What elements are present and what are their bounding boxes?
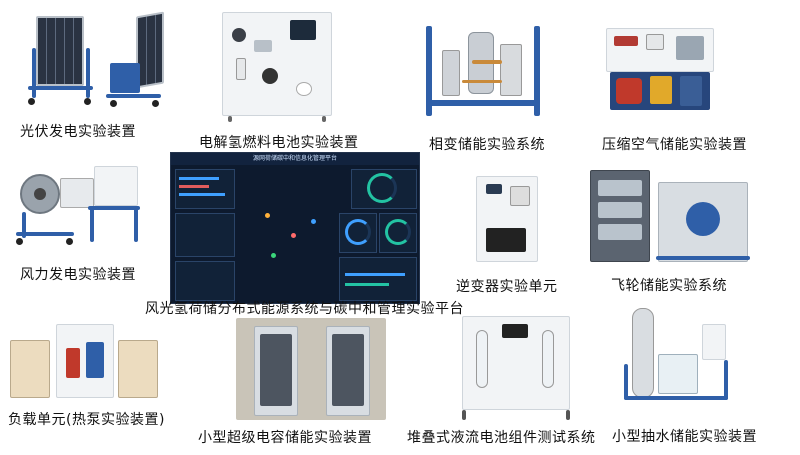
flywheel-device-image — [590, 166, 755, 266]
compressed-air-caption: 压缩空气储能实验装置 — [602, 137, 747, 153]
inverter-caption: 逆变器实验单元 — [456, 279, 558, 295]
load-unit-device-image — [10, 318, 160, 400]
pumped-hydro-device-image — [618, 304, 730, 414]
electrolysis-caption: 电解氢燃料电池实验装置 — [199, 135, 359, 151]
pv-caption: 光伏发电实验装置 — [20, 124, 136, 140]
inverter-device-image — [470, 172, 542, 268]
supercap-caption: 小型超级电容储能实验装置 — [198, 430, 372, 446]
phase-change-device-image — [422, 20, 547, 120]
flow-battery-caption: 堆叠式液流电池组件测试系统 — [407, 430, 596, 446]
wind-caption: 风力发电实验装置 — [20, 267, 136, 283]
wind-device-image — [14, 162, 144, 254]
phase-change-caption: 相变储能实验系统 — [429, 137, 545, 153]
flywheel-caption: 飞轮储能实验系统 — [611, 278, 727, 294]
supercap-device-image — [236, 318, 386, 420]
load-unit-caption: 负载单元(热泵实验装置) — [8, 412, 165, 428]
compressed-air-device-image — [606, 22, 714, 114]
platform-dashboard-screen: 源网荷储碳中和信息化管理平台 — [170, 152, 420, 304]
platform-caption: 风光氢荷储分布式能源系统与碳中和管理实验平台 — [145, 301, 464, 317]
pv-device-image — [18, 8, 168, 113]
flow-battery-device-image — [462, 316, 570, 424]
dashboard-title: 源网荷储碳中和信息化管理平台 — [171, 153, 419, 165]
electrolysis-device-image — [222, 12, 332, 122]
pumped-hydro-caption: 小型抽水储能实验装置 — [612, 429, 757, 445]
